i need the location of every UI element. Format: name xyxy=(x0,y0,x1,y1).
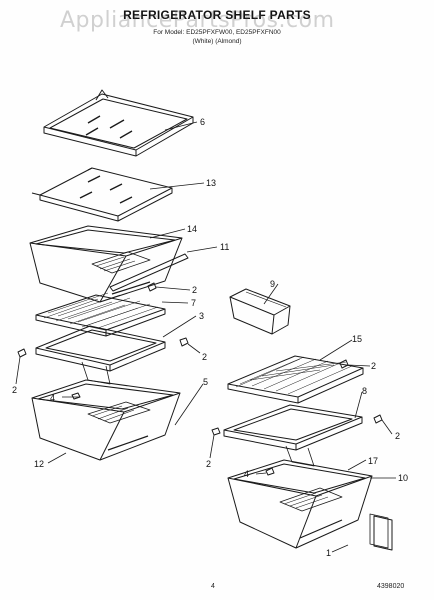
callout-1: 1 xyxy=(326,548,331,558)
crisper-drawer-10 xyxy=(227,459,373,549)
callout-2-a: 2 xyxy=(192,285,197,295)
callout-2-f: 2 xyxy=(206,459,211,469)
callout-13: 13 xyxy=(206,178,216,188)
callout-2-b: 2 xyxy=(202,352,207,362)
model-numbers: For Model: ED25PFXFW00, ED25PFXFN00 xyxy=(153,29,281,36)
callout-7: 7 xyxy=(191,298,196,308)
shelf-13-glass-panel xyxy=(31,167,173,222)
watermark: AppliancePartsPros.com xyxy=(60,8,335,33)
callout-5: 5 xyxy=(203,377,208,387)
callout-2-d: 2 xyxy=(371,361,376,371)
crisper-drawer-14 xyxy=(29,225,183,303)
callout-4-b: 4 xyxy=(244,469,249,479)
callout-4-a: 4 xyxy=(50,393,55,403)
cover-frame-3 xyxy=(35,325,166,385)
crisper-cover-7 xyxy=(35,292,166,337)
callout-15: 15 xyxy=(352,334,362,344)
label-card-1 xyxy=(369,513,393,551)
crisper-drawer-5 xyxy=(31,379,181,461)
callout-2-e: 2 xyxy=(395,431,400,441)
model-colors: (White) (Almond) xyxy=(192,38,242,45)
callout-12: 12 xyxy=(34,459,44,469)
leader-lines xyxy=(15,121,396,553)
callout-labels: 6 13 14 11 2 7 3 2 9 2 5 4 12 15 2 8 2 2… xyxy=(12,117,408,558)
document-part-number: 4398020 xyxy=(377,583,405,590)
callout-14: 14 xyxy=(187,224,197,234)
shelf-6-framed-glass xyxy=(43,89,194,157)
callout-8: 8 xyxy=(362,386,367,396)
diagram-title: REFRIGERATOR SHELF PARTS xyxy=(123,8,311,22)
callout-9: 9 xyxy=(270,279,275,289)
callout-11: 11 xyxy=(220,242,229,252)
callout-3: 3 xyxy=(199,311,204,321)
callout-2-c: 2 xyxy=(12,385,17,395)
page-number: 4 xyxy=(211,583,215,590)
callout-17: 17 xyxy=(368,456,378,466)
callout-10: 10 xyxy=(398,473,408,483)
callout-6: 6 xyxy=(200,117,205,127)
shelf-frame-8 xyxy=(223,404,363,467)
bin-9 xyxy=(229,288,291,335)
drawer-rail-11 xyxy=(109,253,189,292)
shelf-15-grid xyxy=(227,355,364,404)
